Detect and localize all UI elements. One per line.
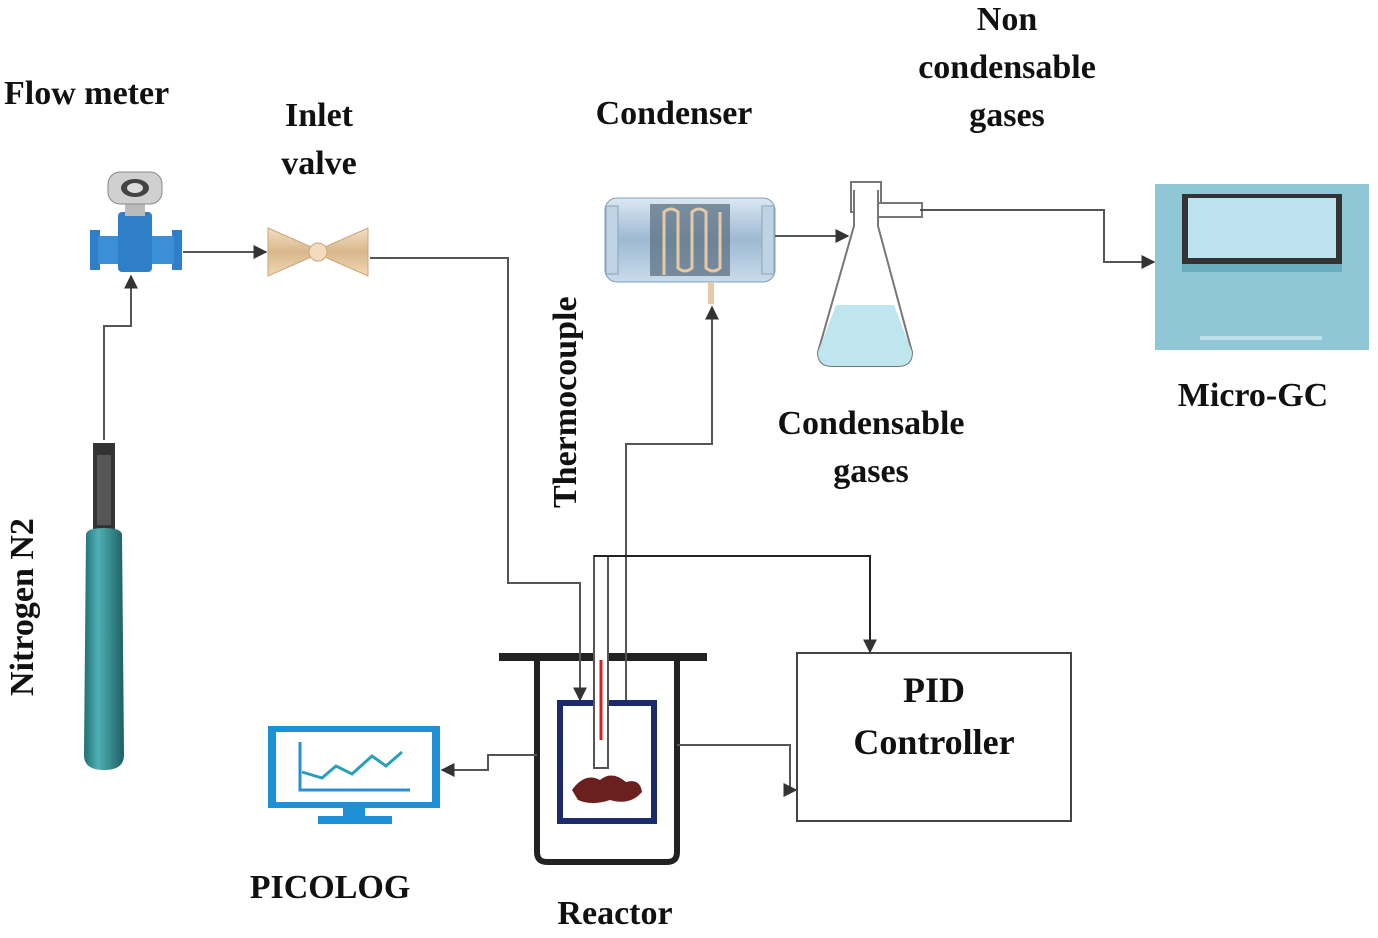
reactor-label: Reactor (557, 895, 673, 932)
flask-icon (816, 181, 923, 367)
biomass-sample (572, 775, 642, 803)
inlet-valve-label-line1: Inlet (285, 97, 353, 134)
inlet-valve-label-line2: valve (281, 145, 357, 182)
pid-controller-box (796, 652, 1072, 822)
micro-gc-icon (1155, 184, 1369, 350)
pid-label-line2: Controller (853, 722, 1015, 762)
condenser-label: Condenser (595, 95, 753, 132)
nitrogen-cylinder (84, 443, 124, 770)
non-condensable-line1: Non (976, 1, 1038, 38)
nitrogen-label: Nitrogen N2 (4, 518, 41, 696)
flow-meter-icon (90, 171, 182, 272)
flow-meter-label: Flow meter (4, 75, 170, 112)
non-condensable-gases-label: Non condensable gases (896, 0, 1118, 140)
non-condensable-line2: condensable (918, 49, 1096, 86)
condensable-line2: gases (833, 453, 909, 490)
picolog-label: PICOLOG (249, 869, 411, 906)
pid-controller-label: PID Controller (797, 664, 1071, 768)
inlet-valve-icon (267, 227, 369, 277)
non-condensable-line3: gases (969, 97, 1045, 134)
inlet-valve-label: Inlet valve (262, 92, 376, 188)
condensable-gases-label: Condensable gases (760, 400, 982, 496)
condensable-line1: Condensable (777, 405, 965, 442)
reactor-icon (499, 555, 707, 865)
flow-lines (103, 209, 1156, 797)
picolog-monitor-icon (268, 726, 440, 824)
cylinder-body (84, 528, 124, 770)
condenser-icon (604, 197, 776, 304)
pid-label-line1: PID (903, 670, 965, 710)
micro-gc-label: Micro-GC (1177, 377, 1329, 414)
thermocouple-label: Thermocouple (547, 296, 584, 508)
